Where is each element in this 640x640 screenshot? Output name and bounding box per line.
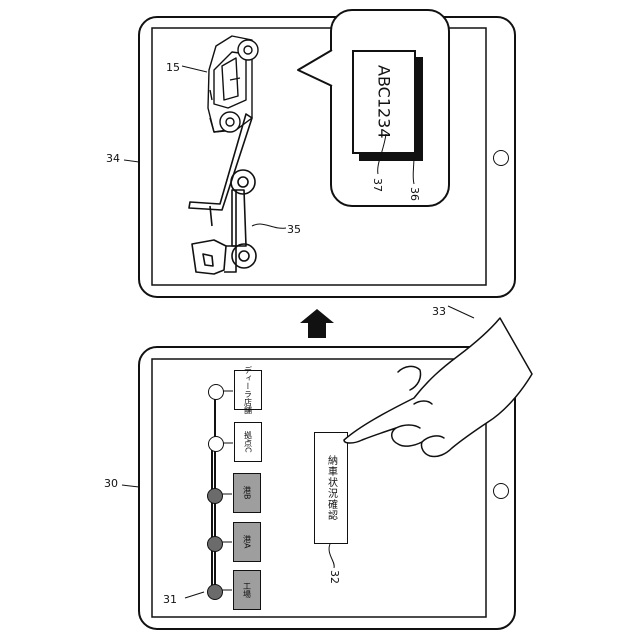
ref-33: 33 (432, 306, 446, 317)
